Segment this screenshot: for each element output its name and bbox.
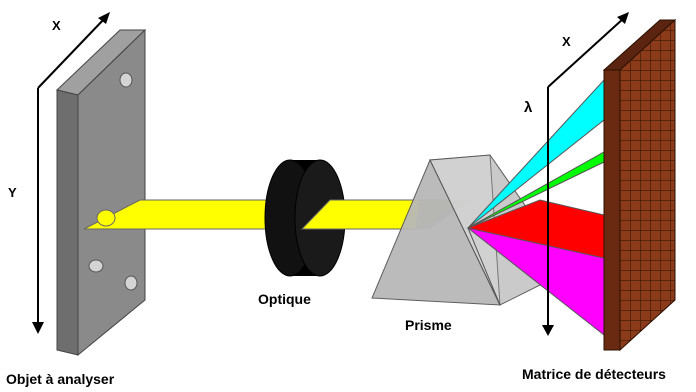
plate-hole	[119, 72, 133, 88]
right-axes: X λ	[524, 12, 629, 336]
axis-y-left-label: Y	[8, 185, 17, 200]
detector-matrix	[602, 18, 677, 352]
detector-label: Matrice de détecteurs	[522, 366, 666, 382]
plate-hole	[124, 275, 138, 291]
left-axes: X Y	[8, 12, 110, 334]
lambda-label: λ	[524, 99, 533, 116]
plate-hole	[88, 259, 104, 273]
axis-x-right-label: X	[562, 34, 571, 49]
prism-label: Prisme	[405, 317, 452, 333]
sample-spot	[96, 209, 116, 227]
object-label: Objet à analyser	[6, 371, 115, 387]
axis-x-left-label: X	[52, 18, 61, 33]
object-plate	[55, 28, 147, 357]
dispersed-beams	[466, 78, 605, 337]
optics-label: Optique	[258, 291, 311, 307]
